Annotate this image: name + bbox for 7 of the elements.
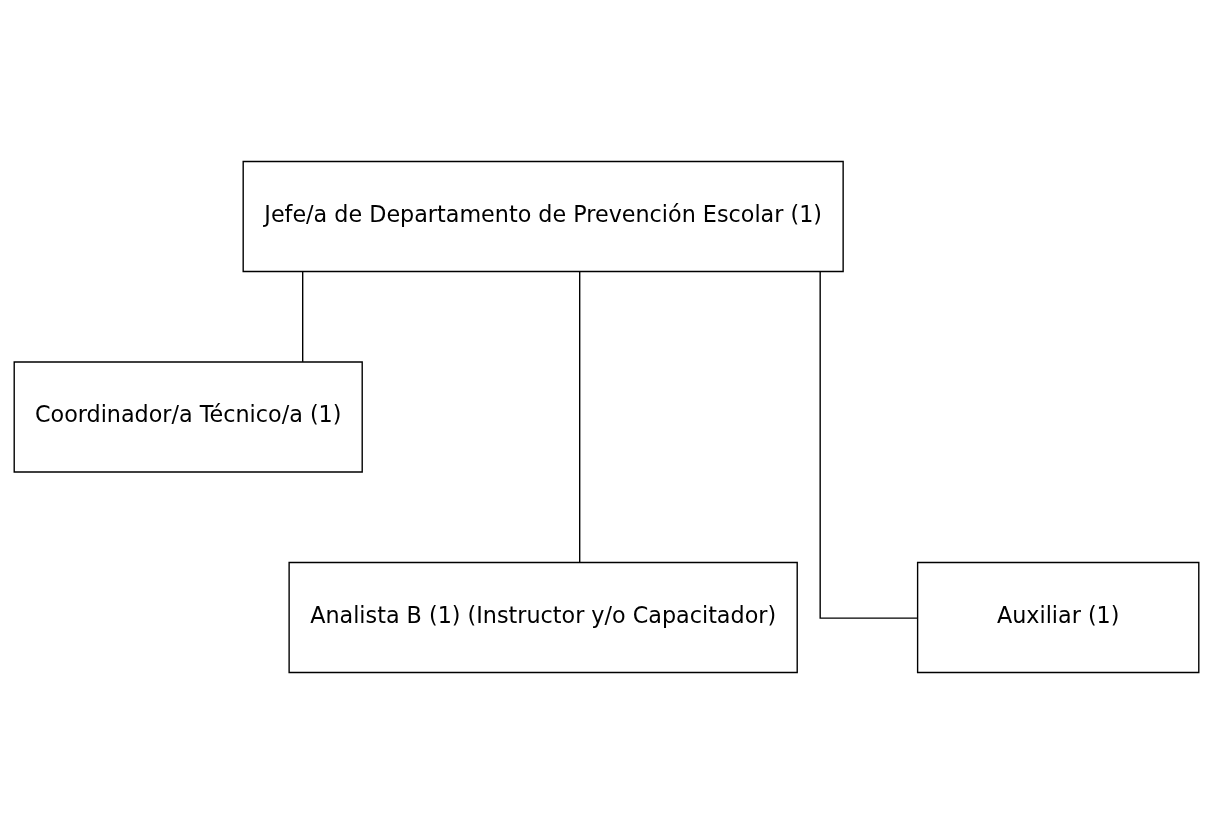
node-box: Jefe/a de Departamento de Prevención Escolar (1) bbox=[242, 160, 844, 273]
connector bbox=[579, 271, 581, 563]
connector bbox=[302, 271, 304, 363]
node-box: Auxiliar (1) bbox=[916, 561, 1200, 674]
connector bbox=[819, 270, 918, 619]
node-box: Analista B (1) (Instructor y/o Capacitador) bbox=[288, 561, 798, 674]
node-box: Coordinador/a Técnico/a (1) bbox=[13, 361, 363, 473]
